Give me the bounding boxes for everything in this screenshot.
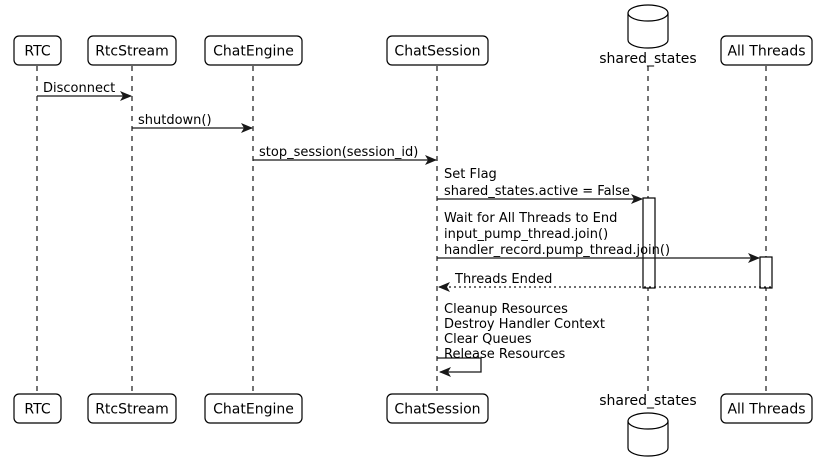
message-label: Threads Ended bbox=[454, 272, 552, 287]
participant-headers-bottom: RTC RtcStream ChatEngine ChatSession sha… bbox=[13, 393, 813, 457]
participant-label: All Threads bbox=[727, 44, 805, 60]
message-stop-session[interactable]: stop_session(session_id) bbox=[253, 145, 437, 165]
participant-label: RtcStream bbox=[95, 402, 169, 418]
message-label-line-2: Destroy Handler Context bbox=[444, 317, 605, 332]
participant-headers-top: RTC RtcStream ChatEngine ChatSession sha… bbox=[13, 4, 813, 67]
message-label: stop_session(session_id) bbox=[259, 145, 418, 160]
participant-label: ChatSession bbox=[394, 44, 480, 60]
participant-label: RtcStream bbox=[95, 44, 169, 60]
message-shutdown[interactable]: shutdown() bbox=[132, 113, 253, 133]
message-label-line-3: handler_record.pump_thread.join() bbox=[444, 243, 670, 258]
activation-bar-shared-states bbox=[642, 197, 656, 289]
participant-label: ChatSession bbox=[394, 402, 480, 418]
database-cylinder-icon bbox=[627, 412, 669, 457]
participant-shared-states-top[interactable]: shared_states bbox=[599, 4, 697, 67]
participant-box bbox=[13, 35, 62, 66]
message-disconnect[interactable]: Disconnect bbox=[37, 81, 132, 101]
message-label-line-1: Cleanup Resources bbox=[444, 302, 568, 317]
participant-label: ChatEngine bbox=[213, 402, 294, 418]
participant-box bbox=[13, 393, 62, 424]
message-label: shutdown() bbox=[138, 113, 212, 128]
participant-box bbox=[87, 393, 177, 424]
participant-label: RTC bbox=[24, 402, 50, 418]
participant-rtc-bottom[interactable]: RTC bbox=[13, 393, 62, 424]
participant-box bbox=[386, 393, 489, 424]
participant-label: All Threads bbox=[727, 402, 805, 418]
participant-box bbox=[87, 35, 177, 66]
participant-allthreads-bottom[interactable]: All Threads bbox=[720, 393, 813, 424]
participant-rtcstream-top[interactable]: RtcStream bbox=[87, 35, 177, 66]
participant-label: shared_states bbox=[599, 393, 696, 409]
message-label-line-4: Release Resources bbox=[444, 347, 566, 362]
participant-shared-states-bottom[interactable]: shared_states bbox=[599, 393, 697, 457]
message-label: Disconnect bbox=[43, 81, 115, 96]
participant-chatengine-bottom[interactable]: ChatEngine bbox=[204, 393, 303, 424]
participant-label: ChatEngine bbox=[213, 44, 294, 60]
message-cleanup-self[interactable]: Cleanup Resources Destroy Handler Contex… bbox=[437, 302, 605, 377]
message-label-line-1: Set Flag bbox=[444, 167, 497, 182]
participant-chatsession-top[interactable]: ChatSession bbox=[386, 35, 489, 66]
activation-bar-allthreads bbox=[759, 256, 773, 289]
message-label-line-3: Clear Queues bbox=[444, 332, 532, 347]
participant-box bbox=[204, 35, 303, 66]
participant-label: shared_states bbox=[599, 51, 696, 67]
participant-allthreads-top[interactable]: All Threads bbox=[720, 35, 813, 66]
message-label-line-1: Wait for All Threads to End bbox=[444, 211, 617, 226]
database-cylinder-icon bbox=[627, 4, 669, 49]
message-label-line-2: shared_states.active = False bbox=[444, 184, 630, 199]
message-wait-threads[interactable]: Wait for All Threads to End input_pump_t… bbox=[437, 211, 760, 263]
message-label-line-2: input_pump_thread.join() bbox=[444, 227, 608, 242]
participant-box bbox=[720, 393, 813, 424]
participant-box bbox=[386, 35, 489, 66]
participant-rtc-top[interactable]: RTC bbox=[13, 35, 62, 66]
participant-chatsession-bottom[interactable]: ChatSession bbox=[386, 393, 489, 424]
message-threads-ended[interactable]: Threads Ended bbox=[438, 272, 771, 292]
participant-box bbox=[720, 35, 813, 66]
participant-chatengine-top[interactable]: ChatEngine bbox=[204, 35, 303, 66]
participant-box bbox=[204, 393, 303, 424]
participant-label: RTC bbox=[24, 44, 50, 60]
participant-rtcstream-bottom[interactable]: RtcStream bbox=[87, 393, 177, 424]
activation-bars-group bbox=[642, 197, 773, 289]
message-self-loop-line bbox=[437, 357, 482, 377]
message-set-flag[interactable]: Set Flag shared_states.active = False bbox=[437, 167, 643, 204]
